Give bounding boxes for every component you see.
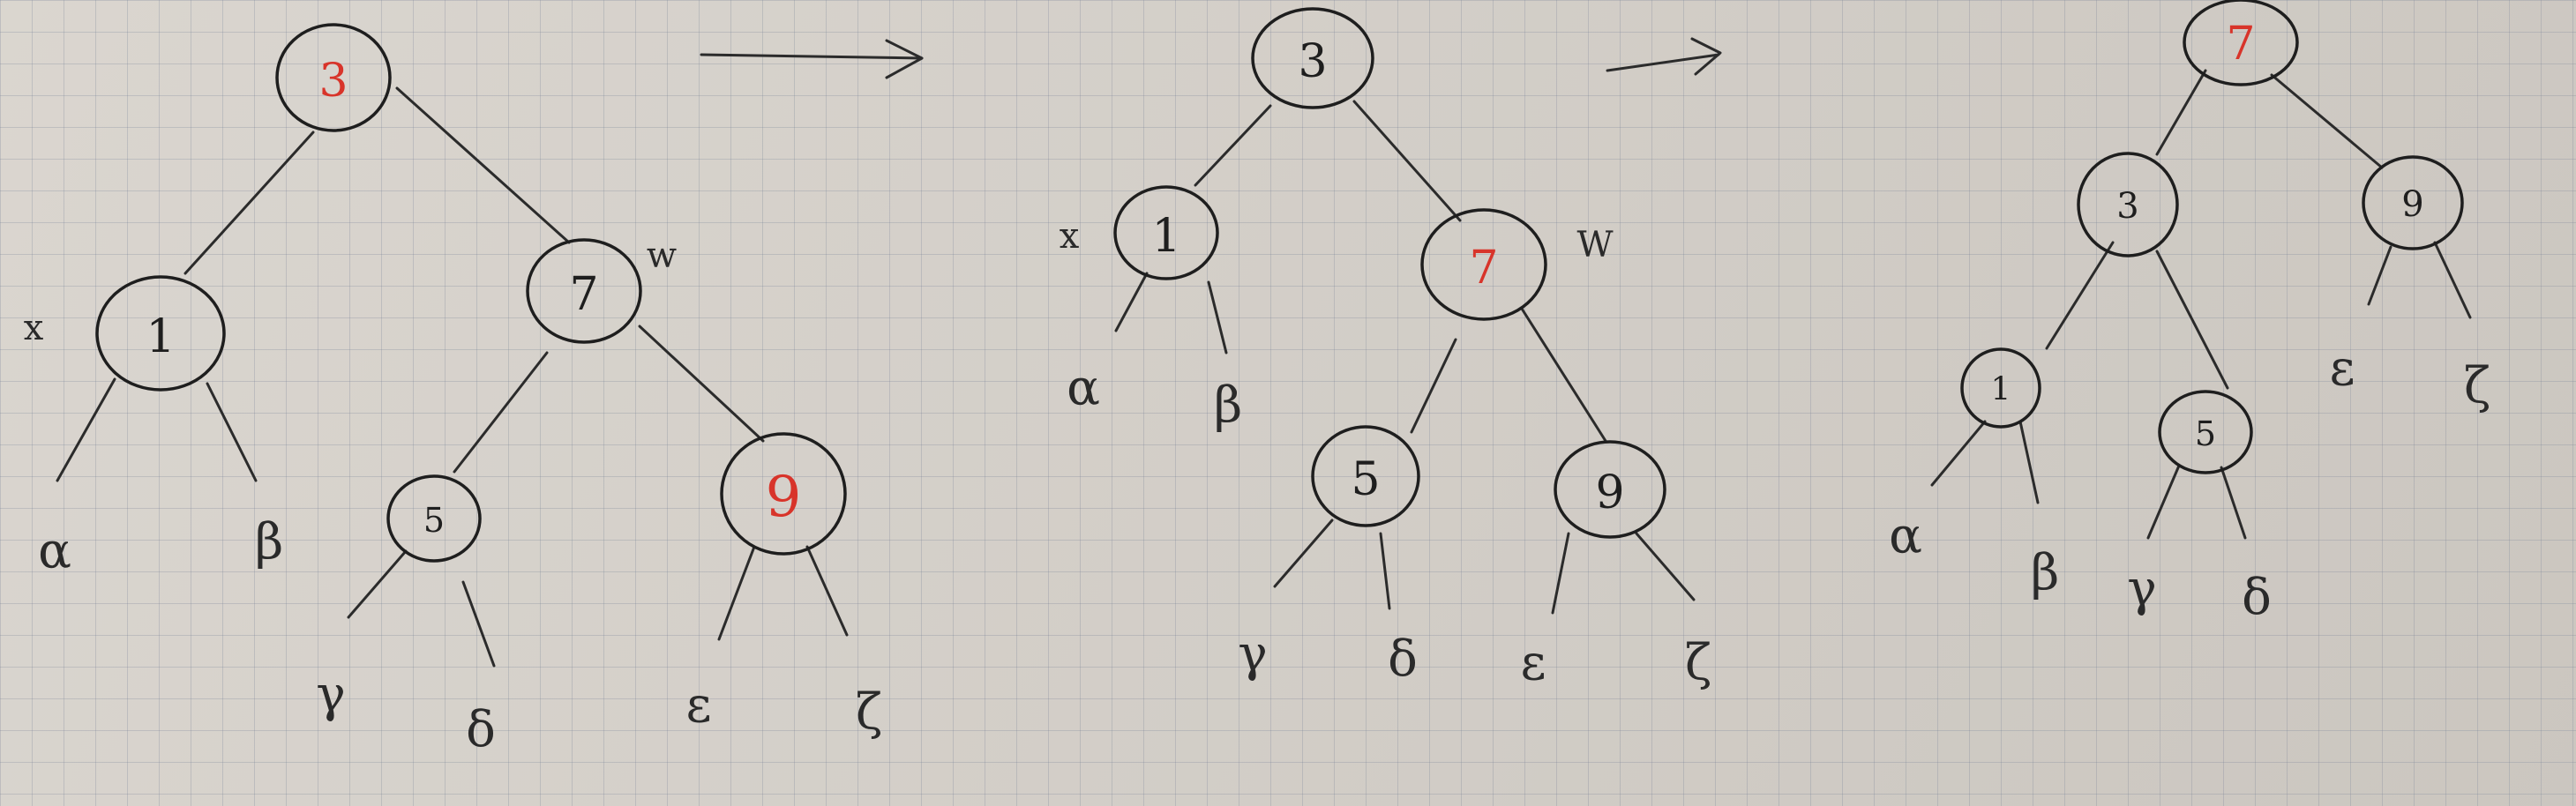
node-label: 9: [1595, 466, 1624, 519]
side-label: x: [1060, 216, 1080, 257]
subtree-label: ε: [685, 677, 711, 735]
edge: [453, 351, 549, 474]
edge: [1273, 519, 1334, 588]
edge: [1551, 532, 1570, 615]
tree-node: 1: [95, 275, 226, 392]
edge: [638, 325, 765, 443]
subtree-label: δ: [2242, 570, 2272, 627]
tree-node: 1: [1113, 185, 1219, 280]
subtree-label: β: [255, 514, 283, 571]
subtree-label: γ: [1238, 626, 1267, 683]
tree-node: 5: [1311, 425, 1420, 527]
edge: [2045, 241, 2115, 350]
edge: [183, 131, 315, 275]
edge: [1635, 532, 1696, 601]
edge: [1207, 280, 1228, 354]
tree-node: 5: [2158, 390, 2253, 474]
node-label: 7: [569, 268, 598, 321]
tree-2: 3 1 7 5 9 x W α β γ δ ε ζ: [1060, 7, 1711, 692]
edge: [805, 545, 849, 637]
subtree-label: β: [2031, 545, 2059, 602]
subtree-label: δ: [466, 702, 496, 759]
arrow-icon: [700, 39, 924, 79]
edge: [2155, 250, 2229, 390]
edge: [2220, 466, 2247, 540]
tree-1: 3 1 7 5 9 x w α β γ δ ε ζ: [24, 23, 882, 759]
tree-node: 7: [526, 238, 642, 344]
tree-node: 3: [275, 23, 392, 132]
edge: [1930, 420, 1987, 487]
tree-node: 9: [1554, 440, 1666, 539]
edge: [1114, 272, 1149, 332]
node-label: 1: [146, 310, 175, 363]
subtree-label: α: [1889, 508, 1922, 565]
tree-node: 5: [386, 474, 482, 563]
side-label: x: [24, 308, 44, 348]
edge: [2146, 464, 2181, 540]
subtree-label: ζ: [1685, 635, 1711, 692]
edge: [206, 382, 258, 482]
subtree-label: ε: [1520, 635, 1546, 692]
edge: [1410, 338, 1457, 434]
edge: [461, 580, 496, 668]
node-label: 1: [1991, 372, 2011, 408]
edge: [1194, 104, 1272, 187]
edge: [395, 86, 571, 244]
tree-3: 7 3 9 1 5 α β γ δ ε ζ: [1889, 0, 2490, 627]
tree-node: 9: [2362, 155, 2464, 250]
edge: [2018, 420, 2040, 504]
edge: [2367, 245, 2393, 306]
edge: [56, 377, 116, 482]
side-label: w: [647, 235, 677, 276]
subtree-label: ε: [2329, 340, 2355, 398]
node-label: 9: [2401, 184, 2423, 225]
node-label: 1: [1151, 210, 1180, 263]
edge: [1520, 307, 1607, 443]
subtree-label: ζ: [856, 684, 882, 742]
edge: [1352, 100, 1462, 222]
edge: [2433, 241, 2472, 319]
edge: [1379, 532, 1391, 610]
subtree-label: γ: [2127, 561, 2156, 618]
node-label: 5: [2195, 414, 2216, 453]
tree-node: 9: [720, 432, 847, 556]
node-label: 3: [2116, 186, 2138, 227]
subtree-label: β: [1214, 377, 1242, 435]
tree-node: 7: [2183, 0, 2299, 86]
edge: [717, 545, 756, 641]
edge: [347, 549, 408, 619]
edge: [2155, 69, 2207, 156]
node-label: 7: [2226, 18, 2255, 71]
node-label: 7: [1469, 242, 1498, 295]
node-label: 3: [318, 55, 348, 108]
node-label: 3: [1298, 35, 1327, 88]
side-label: W: [1576, 225, 1613, 265]
tree-node: 3: [2077, 152, 2179, 257]
tree-node: 7: [1420, 208, 1547, 321]
subtree-label: ζ: [2464, 358, 2490, 415]
edge: [2270, 73, 2384, 169]
arrow-icon: [1606, 37, 1722, 76]
node-label: 9: [766, 465, 802, 530]
subtree-label: δ: [1388, 631, 1418, 689]
subtree-label: α: [1067, 360, 1100, 417]
tree-node: 3: [1251, 7, 1374, 109]
subtree-label: γ: [316, 667, 345, 724]
tree-node: 1: [1960, 347, 2041, 429]
node-label: 5: [1351, 453, 1380, 506]
node-label: 5: [423, 501, 445, 540]
subtree-label: α: [38, 523, 71, 580]
